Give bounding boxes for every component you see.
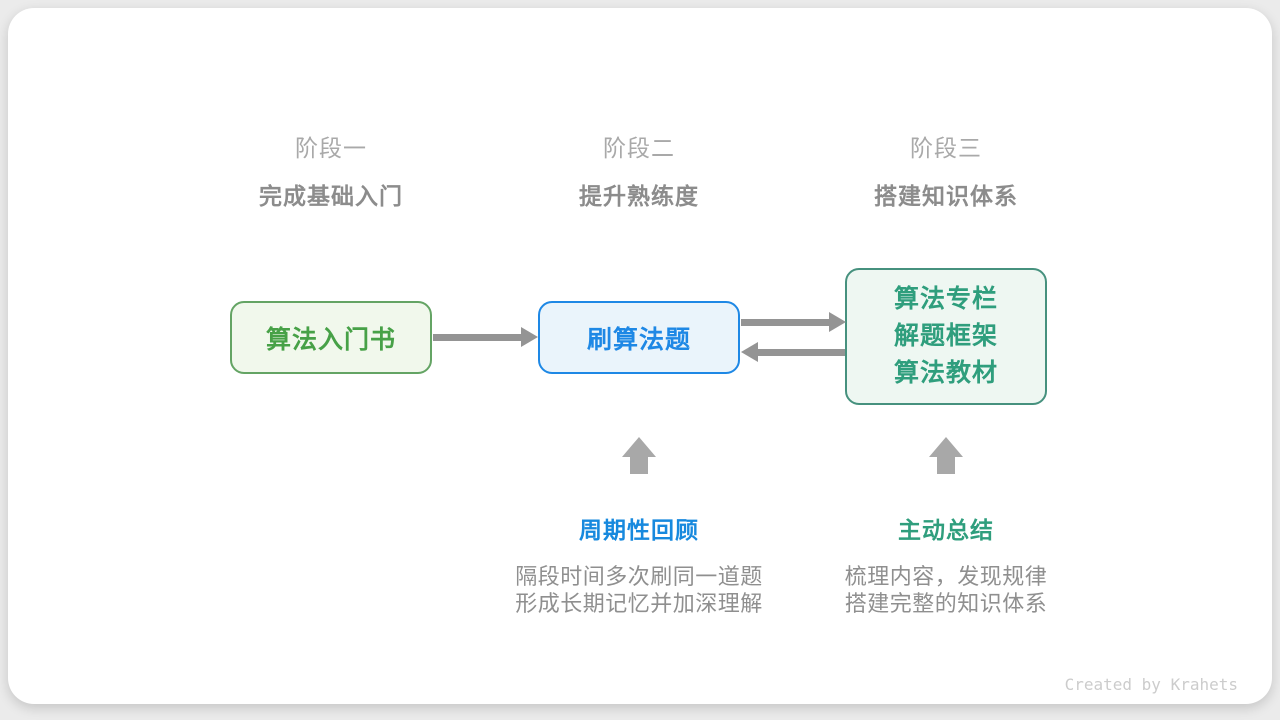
annotation-summary-line1: 梳理内容，发现规律	[844, 564, 1048, 589]
node-practice-problems: 刷算法题	[538, 301, 740, 374]
stage1-label: 阶段一	[295, 135, 367, 161]
node-resource-framework: 解题框架	[893, 322, 998, 350]
node-practice-problems-label: 刷算法题	[586, 325, 691, 354]
arrow-shaft	[741, 319, 830, 326]
arrow-head-right-icon	[521, 327, 538, 347]
annotation-review-line1: 隔段时间多次刷同一道题	[515, 564, 763, 589]
stage3-subtitle: 搭建知识体系	[874, 183, 1018, 209]
node-intro-book-label: 算法入门书	[265, 325, 396, 354]
stage2-label: 阶段二	[603, 135, 675, 161]
credit-text: Created by Krahets	[1064, 675, 1238, 694]
arrow-head-left-icon	[741, 342, 758, 362]
up-arrow-head	[929, 437, 963, 457]
up-arrow-stem	[630, 456, 648, 474]
node-intro-book: 算法入门书	[230, 301, 432, 374]
node-knowledge-resources: 算法专栏 解题框架 算法教材	[845, 268, 1047, 405]
arrow-shaft	[433, 334, 522, 341]
arrow-shaft	[757, 349, 845, 356]
annotation-review-line2: 形成长期记忆并加深理解	[515, 591, 763, 616]
node-resource-column: 算法专栏	[893, 285, 998, 313]
node-resource-textbook: 算法教材	[893, 359, 998, 387]
annotation-summary-title: 主动总结	[898, 517, 994, 543]
up-arrow-head	[622, 437, 656, 457]
stage1-subtitle: 完成基础入门	[259, 183, 403, 209]
annotation-summary-line2: 搭建完整的知识体系	[844, 591, 1048, 616]
stage3-label: 阶段三	[910, 135, 982, 161]
stage2-subtitle: 提升熟练度	[579, 183, 699, 209]
up-arrow-stem	[937, 456, 955, 474]
annotation-review-title: 周期性回顾	[579, 517, 699, 543]
arrow-head-right-icon	[829, 312, 846, 332]
